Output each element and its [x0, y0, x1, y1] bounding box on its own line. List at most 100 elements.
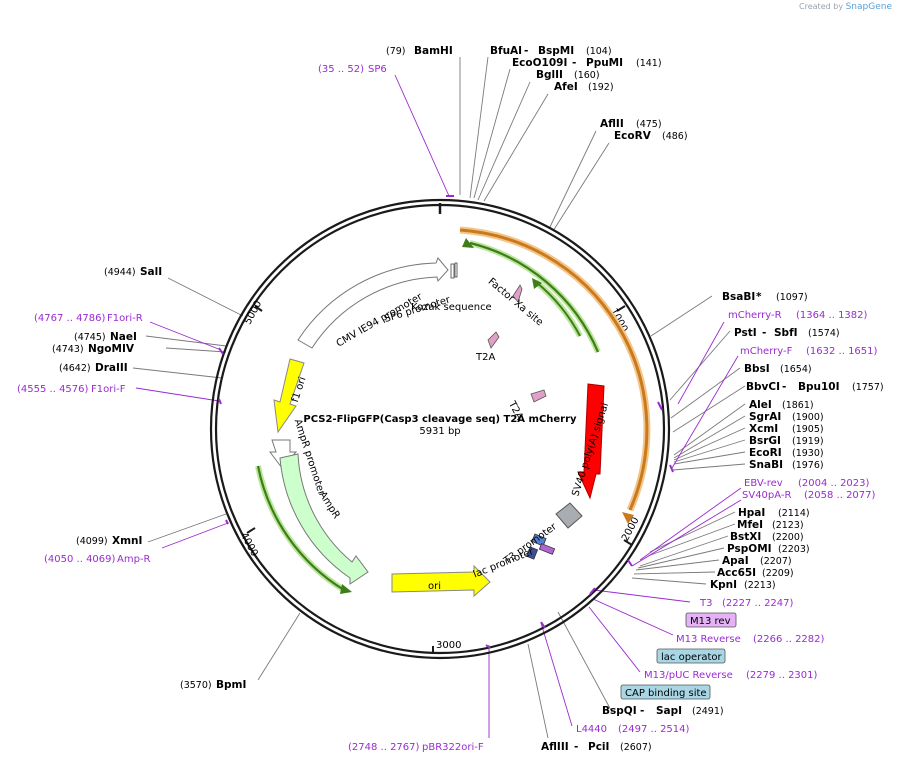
f1ori-r-name: F1ori-R: [107, 313, 143, 324]
green-arrow-left-head: [340, 584, 352, 594]
bsrgi-name: BsrGI: [749, 435, 781, 447]
psti-name: PstI: [734, 327, 757, 339]
l4440-range: (2497 .. 2514): [618, 724, 690, 735]
lac-promoter-label: lac promoter: [472, 546, 536, 581]
lacop-mark: [538, 543, 556, 555]
kozak-mark-2: [454, 262, 458, 278]
bspqi-sep: -: [640, 705, 644, 717]
bamhi-name: BamHI: [414, 45, 453, 57]
f1ori-f-name: F1ori-F: [91, 384, 126, 395]
green-arrow-mid: [535, 281, 581, 337]
m13puc-name: M13/pUC Reverse: [644, 670, 733, 681]
bamhi-pos: (79): [386, 46, 406, 57]
hpai-name: HpaI: [738, 507, 765, 519]
mcherry-f-range: (1632 .. 1651): [806, 346, 878, 357]
mcherry-r-name: mCherry-R: [728, 310, 782, 321]
cap-box: [620, 684, 711, 700]
pbr322-name: pBR322ori-F: [422, 742, 484, 753]
primer-leaders: [135, 74, 742, 738]
created-by-label: Created by: [799, 2, 844, 11]
bglii-name: BglII: [536, 69, 563, 81]
l4440-name: L4440: [576, 724, 607, 735]
bpmi-name: BpmI: [216, 679, 246, 691]
alei-pos: (1861): [782, 400, 814, 411]
psti-pos: (1574): [808, 328, 840, 339]
m13reverse-range: (2266 .. 2282): [753, 634, 825, 645]
naei-pos: (4745): [74, 332, 106, 343]
t3-mark: [531, 533, 547, 547]
sbfi-name: SbfI: [774, 327, 798, 339]
orange-band-head: [622, 512, 634, 524]
pspomi-pos: (2203): [778, 544, 810, 555]
sapi-name: SapI: [656, 705, 682, 717]
orange-band-glow: [459, 226, 651, 512]
bpu10i-name: Bpu10I: [798, 381, 840, 393]
bsrgi-pos: (1919): [792, 436, 824, 447]
ampr-label: AmpR: [317, 490, 342, 521]
acc65i-pos: (2209): [762, 568, 794, 579]
ampr-arrow: [279, 453, 369, 585]
green-arrow-left: [256, 465, 345, 591]
sgrai-pos: (1900): [792, 412, 824, 423]
bbvci-sep: -: [782, 381, 786, 393]
f1ori-f-range: (4555 .. 4576): [17, 384, 89, 395]
naei-name: NaeI: [110, 331, 137, 343]
kpni-pos: (2213): [744, 580, 776, 591]
ebv-rev-name: EBV-rev: [744, 478, 783, 489]
tick-5000: 5000: [243, 299, 265, 327]
sp6-name: SP6: [368, 64, 387, 75]
m13reverse-name: M13 Reverse: [676, 634, 741, 645]
xmni-name: XmnI: [112, 535, 142, 547]
sv40pa-r-name: SV40pA-R: [742, 490, 791, 501]
bbvci-name: BbvCI: [746, 381, 780, 393]
bspmi-name: BspMI: [538, 45, 574, 57]
eco0109i-pos: (141): [636, 58, 662, 69]
bstxi-pos: (2200): [772, 532, 804, 543]
hpai-pos: (2114): [778, 508, 810, 519]
leader-lines: [132, 56, 746, 739]
pcii-name: PciI: [588, 741, 609, 753]
ecorv-name: EcoRV: [614, 130, 652, 142]
afliii-name: AflIII: [541, 741, 569, 753]
green-arrow-mid-head: [532, 278, 542, 289]
bfuai-sep: -: [524, 45, 528, 57]
bfuai-pos: (104): [586, 46, 612, 57]
apai-name: ApaI: [722, 555, 749, 567]
ecorv-pos: (486): [662, 131, 688, 142]
t2a-label-1: T2A: [475, 352, 495, 363]
sp6-range: (35 .. 52): [318, 64, 364, 75]
cap-name: CAP binding site: [625, 688, 707, 699]
draiii-name: DraIII: [95, 362, 128, 374]
afliii-sep: -: [574, 741, 578, 753]
ecori-pos: (1930): [792, 448, 824, 459]
xcmi-name: XcmI: [749, 423, 778, 435]
draiii-pos: (4642): [59, 363, 91, 374]
amp-r-name: Amp-R: [117, 554, 151, 565]
primer-ticks: [218, 195, 674, 649]
tick-3000: 3000: [436, 640, 461, 651]
green-arrow-top-head: [462, 238, 474, 248]
sv40-box: [555, 502, 583, 529]
bfuai-name: BfuAI: [490, 45, 522, 57]
ecori-name: EcoRI: [749, 447, 782, 459]
eco0109i-sep: -: [572, 57, 576, 69]
kozak-mark: [450, 263, 455, 279]
snabi-name: SnaBI: [749, 459, 783, 471]
bspqi-pos: (2491): [692, 706, 724, 717]
bpmi-pos: (3570): [180, 680, 212, 691]
psti-sep: -: [762, 327, 766, 339]
sali-pos: (4944): [104, 267, 136, 278]
snabi-pos: (1976): [792, 460, 824, 471]
bspqi-name: BspQI: [602, 705, 637, 717]
lacop-name: lac operator: [661, 652, 722, 663]
t2a-mark-2: [530, 389, 547, 403]
t3-range: (2227 .. 2247): [722, 598, 794, 609]
tick-marks: [246, 305, 633, 654]
aflii-pos: (475): [636, 119, 662, 130]
bstxi-name: BstXI: [730, 531, 761, 543]
snapgene-brand: Created by SnapGene: [799, 2, 892, 12]
green-arrow-top: [469, 241, 600, 353]
pspomi-name: PspOMI: [727, 543, 772, 555]
m13rev-name: M13 rev: [690, 616, 731, 627]
f1-ori-arrow: [273, 358, 305, 434]
